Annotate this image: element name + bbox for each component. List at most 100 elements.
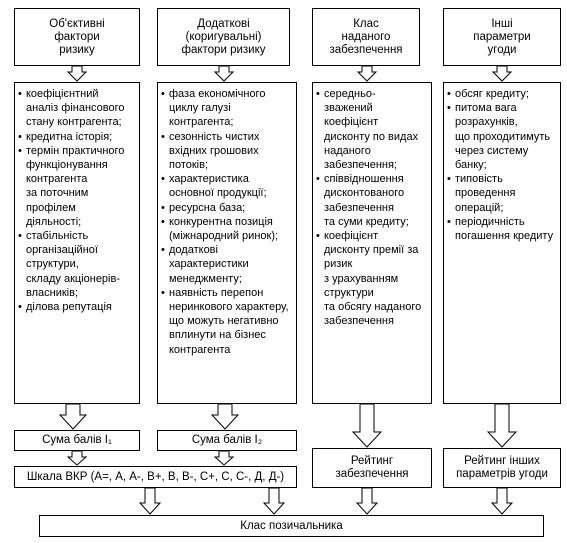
list-item-line: що проходитимуть (455, 130, 551, 143)
arrow-down-scale-left (138, 487, 162, 515)
list-item-line: ділова репутація (26, 301, 112, 314)
bullet-icon: • (161, 244, 165, 257)
arrow-down-header-1 (66, 65, 88, 82)
list-item-line: дисконту по видах (324, 130, 419, 143)
sum-box-2: Сума балів I₂ (157, 430, 297, 451)
list-item-line: проведення (455, 187, 516, 200)
list-item-line: контрагента (169, 343, 231, 356)
header-line: фактори (54, 30, 100, 43)
arrow-down-rating-2 (490, 487, 514, 515)
list-item-line: функціонування (26, 159, 108, 172)
bullet-icon: • (316, 173, 320, 186)
list-item-line: кредитна історія; (26, 130, 113, 143)
bullet-icon: • (161, 130, 165, 143)
rating-other-line: Рейтинг інших (464, 455, 540, 467)
bullet-icon: • (447, 173, 451, 186)
list-item-line: забезпечення; (324, 159, 397, 172)
list-item-line: організаційної (26, 244, 98, 257)
list-item-line: погашення кредиту (455, 230, 554, 243)
list-item-line: контрагента; (169, 116, 234, 129)
bullet-icon: • (161, 173, 165, 186)
bullet-icon: • (161, 88, 165, 100)
header-line: фактори ризику (181, 43, 266, 56)
list-item-line: банку; (455, 159, 487, 172)
list-item-line: типовість (455, 173, 503, 186)
list-item: • наявність перепон неринкового характеру,… (161, 286, 293, 357)
arrow-down-list-3 (351, 403, 383, 448)
sum-label-2: Сума балів I₂ (191, 434, 263, 446)
header-line: (коригувальні) (185, 30, 262, 43)
list-item: • ділова репутація (18, 300, 136, 314)
list-item-line: основної продукції; (169, 187, 267, 200)
arrow-down-list-4 (486, 403, 518, 448)
list-item-line: характеристики (169, 258, 249, 271)
list-item-line: фаза економічного (169, 88, 266, 100)
list-item: • кредитна історія; (18, 130, 136, 144)
list-item: •конкурентна позиція(міжнародний ринок); (161, 215, 293, 243)
list-item-line: (міжнародний ринок); (169, 230, 279, 243)
list-item-line: структури, (26, 258, 79, 271)
bullet-icon: • (18, 88, 22, 100)
header-line: угоди (487, 43, 517, 56)
header-line: ризику (59, 43, 95, 56)
arrow-down-header-4 (491, 65, 513, 82)
list-item-line: операцій; (455, 201, 504, 214)
list-item-line: стабільність (26, 230, 89, 243)
list-item-line: характеристика (169, 173, 249, 186)
list-item-line: власників; (26, 286, 79, 299)
bullet-icon: • (316, 88, 320, 100)
list-item-line: менеджменту; (169, 272, 242, 285)
arrow-down-sum-2 (213, 450, 235, 466)
list-item-line: та обсягу наданого (324, 301, 422, 314)
scale-label: Шкала ВКР (А=, А, А-, В+, В, В-, С+, С, … (26, 470, 285, 483)
rating-collateral-line: Рейтинг (350, 455, 394, 467)
arrow-down-list-2 (210, 403, 240, 430)
list-item-line: коефіцієнт (324, 230, 379, 243)
list-item-line: контрагента (26, 173, 88, 186)
list-item-line: складу акціонерів- (26, 272, 120, 285)
list-item-line: наданого (324, 144, 371, 157)
list-item-line: додаткові (169, 244, 218, 257)
list-item-line: вплинути на бізнес (169, 329, 266, 342)
list-item-line: розрахунків, (455, 116, 518, 129)
header-line: параметри (473, 30, 531, 43)
bullet-icon: • (18, 301, 22, 314)
arrow-down-header-3 (356, 65, 378, 82)
list-item-line: співвідношення (324, 173, 404, 186)
header-additional-factors: Додаткові(коригувальні)фактори ризику (157, 8, 290, 66)
list-item-line: аналіз фінансового (26, 102, 125, 115)
list-item-line: діяльності; (26, 215, 82, 228)
final-class-box: Клас позичальника (39, 515, 544, 537)
list-item-line: забезпечення (324, 315, 394, 328)
bullet-icon: • (18, 130, 22, 143)
list-item-line: вхідних грошових (169, 144, 259, 157)
bullet-icon: • (161, 201, 165, 214)
bullet-icon: • (447, 215, 451, 228)
list-item-line: сезонність чистих (169, 130, 260, 143)
final-class-label: Клас позичальника (240, 519, 343, 532)
bullet-icon: • (18, 230, 22, 243)
bullet-icon: • (447, 102, 451, 115)
sum-label-1: Сума балів I₁ (42, 434, 112, 446)
list-item-line: наявність перепон (169, 286, 264, 299)
bullet-icon: • (447, 88, 451, 100)
arrow-down-scale-right (262, 487, 286, 515)
list-item-line: неринкового характеру, (169, 301, 289, 314)
bullet-icon: • (316, 230, 320, 243)
bullet-icon: • (161, 286, 165, 299)
list-item-line: середньо- (324, 88, 376, 100)
